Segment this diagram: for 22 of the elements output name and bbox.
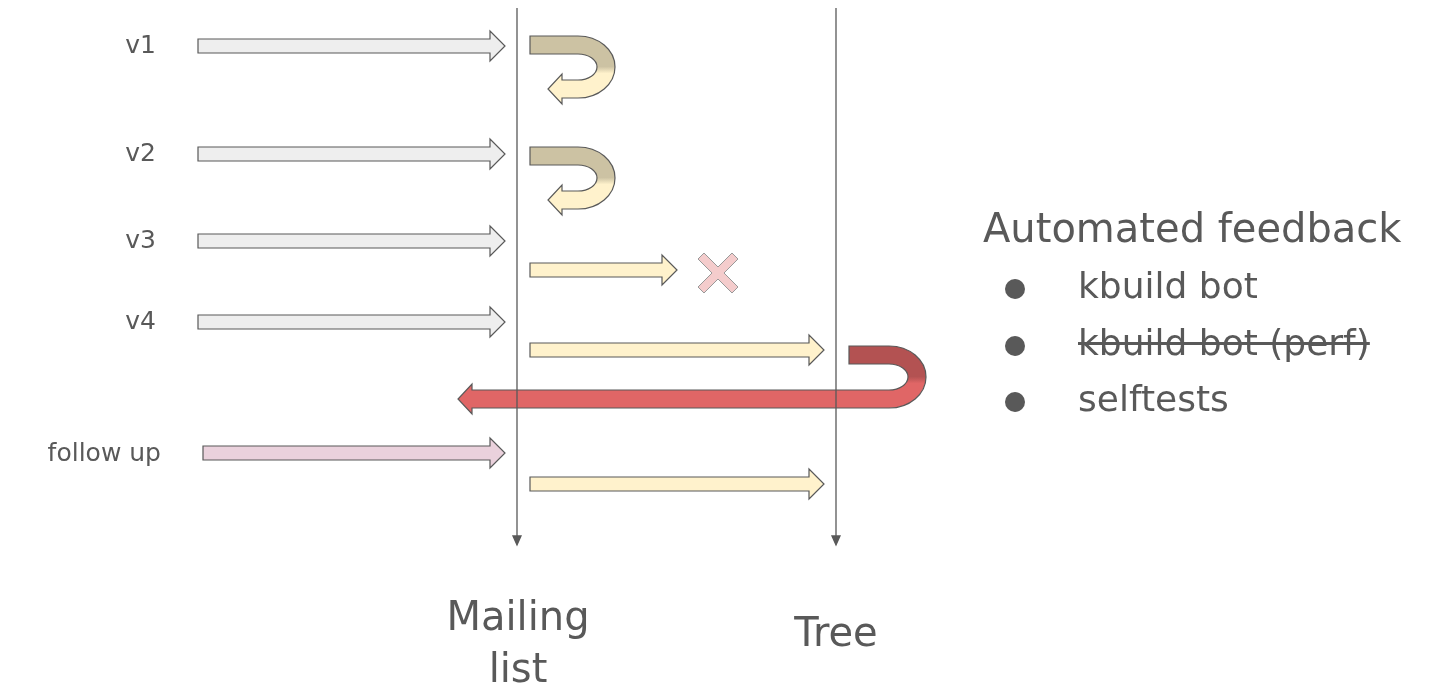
- version-label: v1: [60, 30, 156, 64]
- block-arrow: [529, 253, 678, 287]
- version-label: v3: [60, 225, 156, 259]
- block-arrow: [202, 436, 506, 470]
- version-label: v2: [60, 138, 156, 172]
- list-item: kbuild bot: [1078, 265, 1258, 306]
- block-arrow: [197, 305, 506, 339]
- list-item: kbuild bot (perf): [1078, 322, 1370, 363]
- version-label: v4: [60, 306, 156, 340]
- u-turn-arrow: [529, 146, 616, 216]
- list-item: selftests: [1078, 378, 1229, 419]
- block-arrow: [197, 137, 506, 171]
- block-arrow: [529, 467, 825, 501]
- u-turn-arrow: [529, 35, 616, 105]
- block-arrow: [197, 224, 506, 258]
- list-heading: Automated feedback: [983, 205, 1402, 251]
- block-arrow: [529, 333, 825, 367]
- lifeline: Tree: [770, 8, 902, 658]
- u-turn-arrow: [457, 345, 927, 415]
- lifeline: Mailing list: [432, 8, 604, 692]
- version-label: follow up: [5, 438, 161, 472]
- block-arrow: [197, 29, 506, 63]
